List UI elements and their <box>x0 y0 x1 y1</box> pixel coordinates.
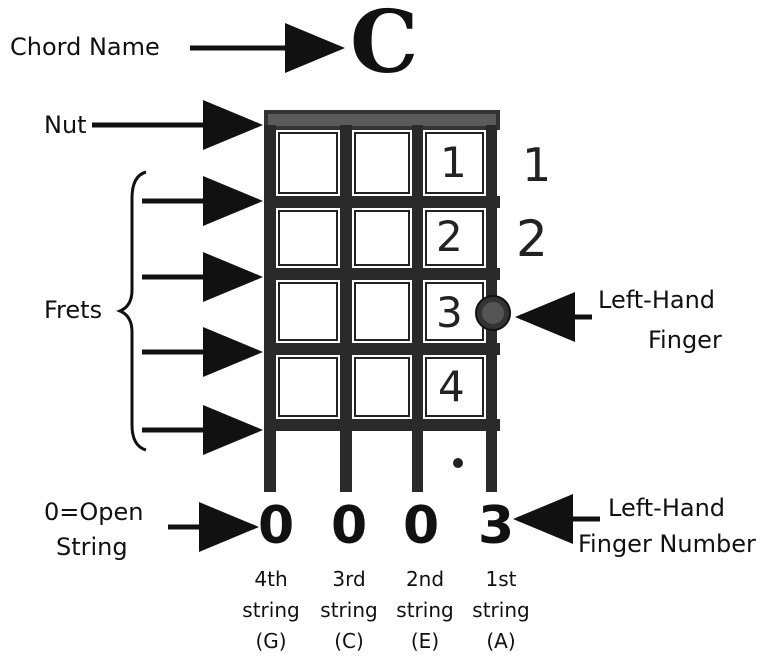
fret-finger-number-2: 2 <box>436 212 463 261</box>
string-value-3rd: 0 <box>331 496 368 556</box>
nut-label: Nut <box>44 111 87 139</box>
string-3rd <box>340 125 352 492</box>
string-4th <box>264 125 276 492</box>
handwritten-number-2: 2 <box>516 210 548 268</box>
fret-finger-number-3: 3 <box>436 288 463 337</box>
string-ordinal: 1st <box>485 567 517 591</box>
left-hand-finger-label-line2: Finger <box>648 326 722 354</box>
fret-finger-number-1: 1 <box>440 138 467 187</box>
string-word: string <box>396 598 454 622</box>
handwritten-number-1: 1 <box>522 138 552 192</box>
string-note: (A) <box>486 629 516 653</box>
string-word: string <box>320 598 378 622</box>
chord-name-label: Chord Name <box>10 33 160 61</box>
open-string-label-line1: 0=Open <box>44 498 144 526</box>
string-word: string <box>242 598 300 622</box>
string-ordinal: 4th <box>254 567 288 591</box>
string-word: string <box>472 598 530 622</box>
string-ordinal: 2nd <box>405 567 445 591</box>
frets-label: Frets <box>44 296 103 324</box>
fret-finger-number-4: 4 <box>438 362 465 411</box>
string-value-4th: 0 <box>258 496 295 556</box>
fret-lines <box>264 196 500 431</box>
open-string-label-line2: String <box>56 533 128 561</box>
string-label-1st: 1st string (A) <box>456 564 546 657</box>
fret-line-1 <box>264 196 500 208</box>
stray-dot <box>453 458 463 468</box>
chord-name: C <box>350 0 419 93</box>
left-hand-finger-label-line1: Left-Hand <box>598 286 716 314</box>
fret-line-3 <box>264 343 500 355</box>
string-ordinal: 3rd <box>332 567 366 591</box>
fret-line-2 <box>264 268 500 280</box>
finger-number-label-line1: Left-Hand <box>608 494 726 522</box>
string-label-2nd: 2nd string (E) <box>380 564 470 657</box>
string-note: (G) <box>255 629 287 653</box>
string-note: (E) <box>410 629 440 653</box>
string-value-1st: 3 <box>478 496 515 556</box>
string-2nd <box>412 125 423 492</box>
string-note: (C) <box>334 629 364 653</box>
string-label-3rd: 3rd string (C) <box>304 564 394 657</box>
finger-number-label-line2: Finger Number <box>578 530 756 558</box>
frets-brace <box>116 170 147 452</box>
string-label-4th: 4th string (G) <box>226 564 316 657</box>
string-value-2nd: 0 <box>403 496 440 556</box>
fret-line-4 <box>264 419 500 431</box>
